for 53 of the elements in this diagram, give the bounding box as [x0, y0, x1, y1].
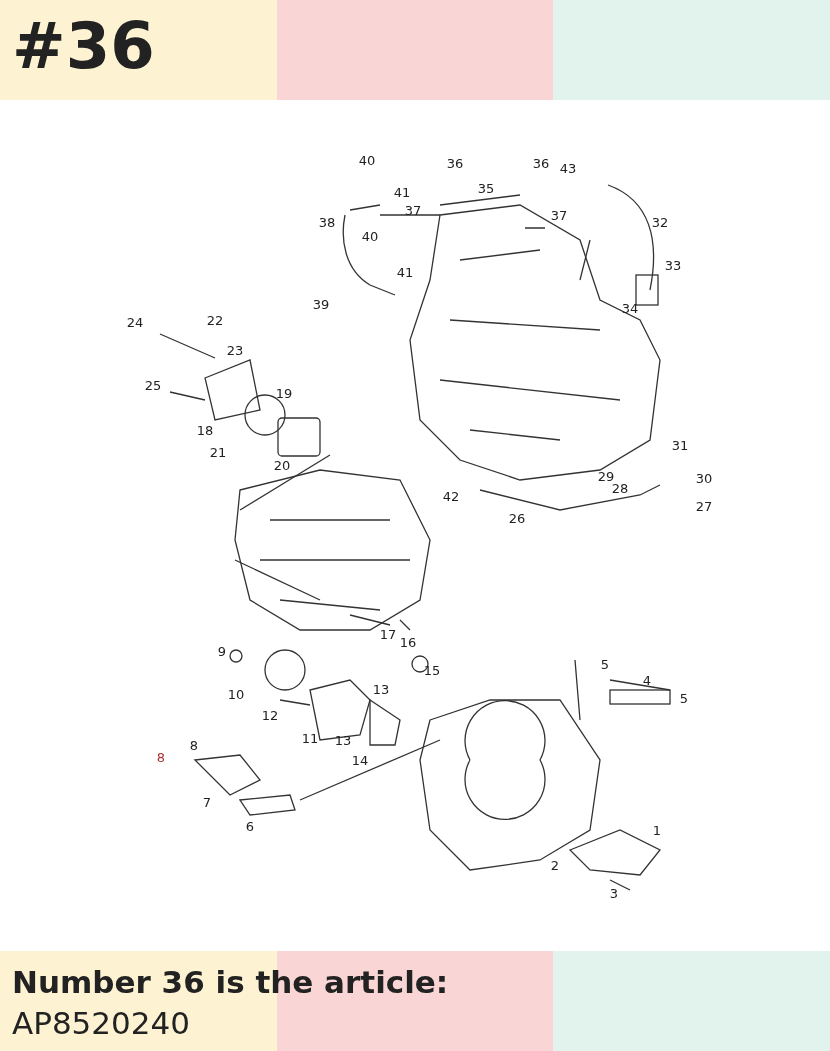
callout-number: 5 — [679, 691, 689, 705]
page-title: #36 — [12, 14, 155, 78]
article-number: AP8520240 — [12, 1008, 190, 1039]
callout-number: 29 — [597, 469, 615, 483]
callout-number: 7 — [202, 795, 212, 809]
callout-number: 31 — [671, 438, 689, 452]
callout-number: 19 — [275, 386, 293, 400]
callout-number: 23 — [226, 343, 244, 357]
callout-number: 9 — [217, 644, 227, 658]
callout-number: 11 — [301, 731, 319, 745]
callout-number: 34 — [621, 301, 639, 315]
callout-number: 43 — [559, 161, 577, 175]
callout-number: 36 — [532, 156, 550, 170]
caption-heading: Number 36 is the article: — [12, 967, 449, 998]
callout-number: 6 — [245, 819, 255, 833]
callout-number: 35 — [477, 181, 495, 195]
callout-number: 8 — [189, 738, 199, 752]
callout-number: 18 — [196, 423, 214, 437]
callout-number: 40 — [358, 153, 376, 167]
callout-number: 41 — [396, 265, 414, 279]
callout-number: 21 — [209, 445, 227, 459]
callout-number: 24 — [126, 315, 144, 329]
callout-number: 8 — [156, 750, 166, 764]
callout-number: 36 — [446, 156, 464, 170]
callout-number: 15 — [423, 663, 441, 677]
callout-number: 25 — [144, 378, 162, 392]
callout-number: 10 — [227, 687, 245, 701]
callout-number: 2 — [550, 858, 560, 872]
callout-number: 40 — [361, 229, 379, 243]
callout-number: 27 — [695, 499, 713, 513]
callout-number: 13 — [334, 733, 352, 747]
callout-number: 33 — [664, 258, 682, 272]
callout-number: 37 — [550, 208, 568, 222]
callout-number: 32 — [651, 215, 669, 229]
callout-number: 1 — [652, 823, 662, 837]
callout-number: 41 — [393, 185, 411, 199]
callout-number: 12 — [261, 708, 279, 722]
callout-number: 17 — [379, 627, 397, 641]
callout-number: 26 — [508, 511, 526, 525]
callout-number: 5 — [600, 657, 610, 671]
callout-number: 28 — [611, 481, 629, 495]
callout-number: 42 — [442, 489, 460, 503]
callout-number: 13 — [372, 682, 390, 696]
callout-number: 14 — [351, 753, 369, 767]
callout-number: 38 — [318, 215, 336, 229]
callout-number: 22 — [206, 313, 224, 327]
callout-number: 37 — [404, 203, 422, 217]
callout-number: 20 — [273, 458, 291, 472]
callout-number: 39 — [312, 297, 330, 311]
callout-number: 4 — [642, 673, 652, 687]
callout-number: 3 — [609, 886, 619, 900]
callout-number: 16 — [399, 635, 417, 649]
callout-number: 30 — [695, 471, 713, 485]
